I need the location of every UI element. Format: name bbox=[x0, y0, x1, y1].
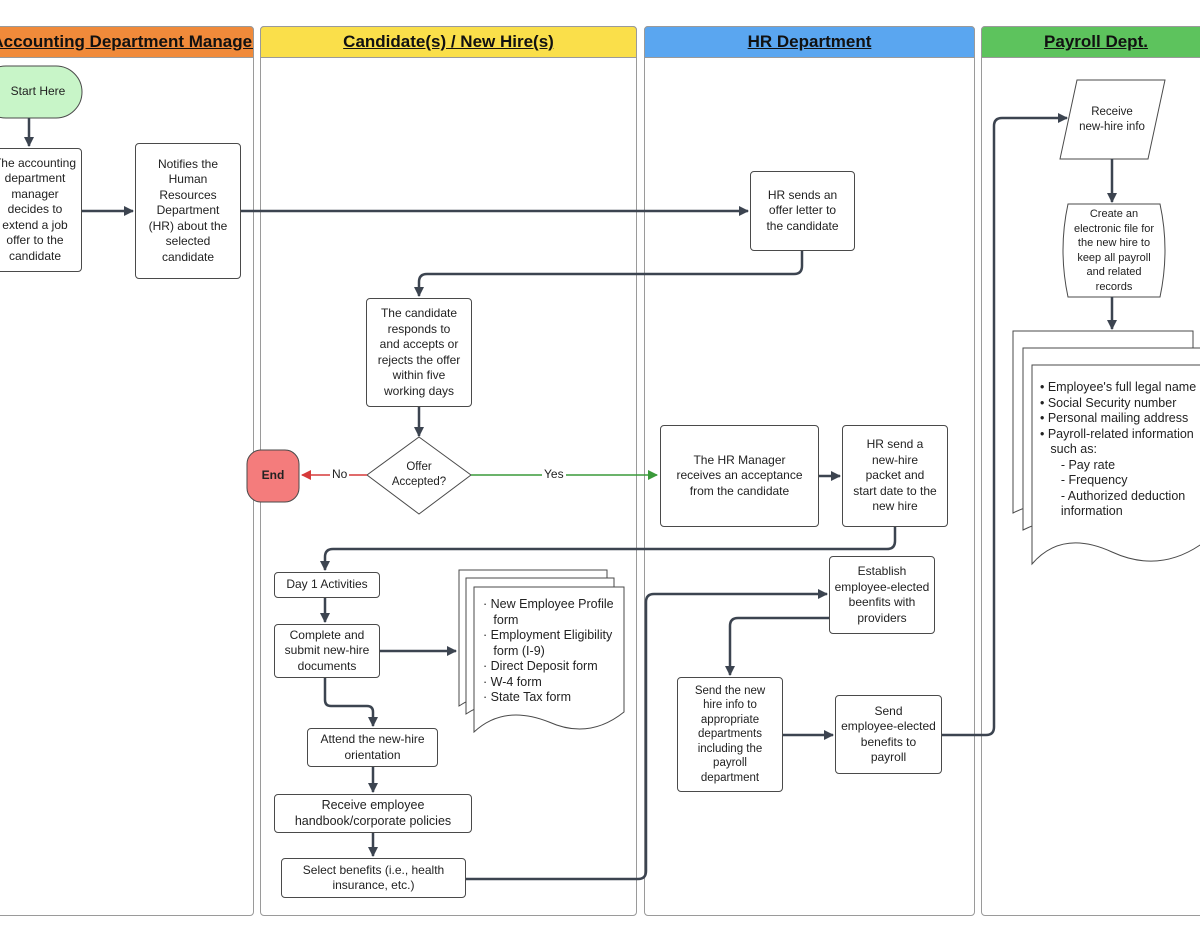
node-start: Start Here bbox=[10, 84, 66, 99]
node-select-benefits: Select benefits (i.e., health insurance,… bbox=[281, 858, 466, 898]
edge-label-no: No bbox=[330, 467, 350, 481]
node-establish-benefits: Establish employee-elected beenfits with… bbox=[829, 556, 935, 634]
node-day1: Day 1 Activities bbox=[274, 572, 380, 598]
edge-complete-to-orientation bbox=[323, 678, 378, 727]
node-hr-send-packet: HR send a new-hire packet and start date… bbox=[842, 425, 948, 527]
documents-list: · New Employee Profile form · Employment… bbox=[483, 597, 614, 704]
start-terminator-shape bbox=[0, 65, 83, 119]
node-notifies-hr: Notifies the Human Resources Department … bbox=[135, 143, 241, 279]
node-candidate-responds: The candidate responds to and accepts or… bbox=[366, 298, 472, 407]
node-end: End bbox=[261, 468, 285, 483]
node-offer-letter: HR sends an offer letter to the candidat… bbox=[750, 171, 855, 251]
documents-stack-shape bbox=[458, 569, 625, 734]
lane-payroll-title: Payroll Dept. bbox=[981, 26, 1200, 58]
edge-packet-to-day1 bbox=[320, 527, 897, 571]
node-receive-info: Receive new-hire info bbox=[1079, 105, 1145, 134]
node-send-new-hire-info: Send the new hire info to appropriate de… bbox=[677, 677, 783, 792]
edge-label-yes: Yes bbox=[542, 467, 566, 481]
edge-offer-to-responds bbox=[414, 251, 804, 297]
receive-info-shape bbox=[1059, 79, 1166, 160]
node-complete-docs: Complete and submit new-hire documents bbox=[274, 624, 380, 678]
end-terminator-shape bbox=[246, 449, 300, 503]
node-decision: Offer Accepted? bbox=[391, 460, 447, 489]
node-send-benefits-payroll: Send employee-elected benefits to payrol… bbox=[835, 695, 942, 774]
payroll-info-list: • Employee's full legal name • Social Se… bbox=[1040, 380, 1197, 518]
lane-candidate-title: Candidate(s) / New Hire(s) bbox=[260, 26, 637, 58]
lane-accounting-title: Accounting Department Manager bbox=[0, 26, 254, 58]
lane-hr-title: HR Department bbox=[644, 26, 975, 58]
node-create-file: Create an electronic file for the new hi… bbox=[1073, 208, 1155, 293]
create-file-shape bbox=[1062, 203, 1166, 298]
payroll-list-stack-shape bbox=[1012, 330, 1200, 566]
edge-establish-to-sendinfo bbox=[725, 616, 829, 676]
edge-sendbenefits-to-receive bbox=[942, 113, 1068, 737]
node-handbook: Receive employee handbook/corporate poli… bbox=[274, 794, 472, 833]
node-orientation: Attend the new-hire orientation bbox=[307, 728, 438, 767]
node-hr-manager-receives: The HR Manager receives an acceptance fr… bbox=[660, 425, 819, 527]
node-manager-decides: The accounting department manager decide… bbox=[0, 148, 82, 272]
edge-benefits-to-establish bbox=[466, 589, 828, 881]
decision-diamond-shape bbox=[366, 436, 472, 515]
